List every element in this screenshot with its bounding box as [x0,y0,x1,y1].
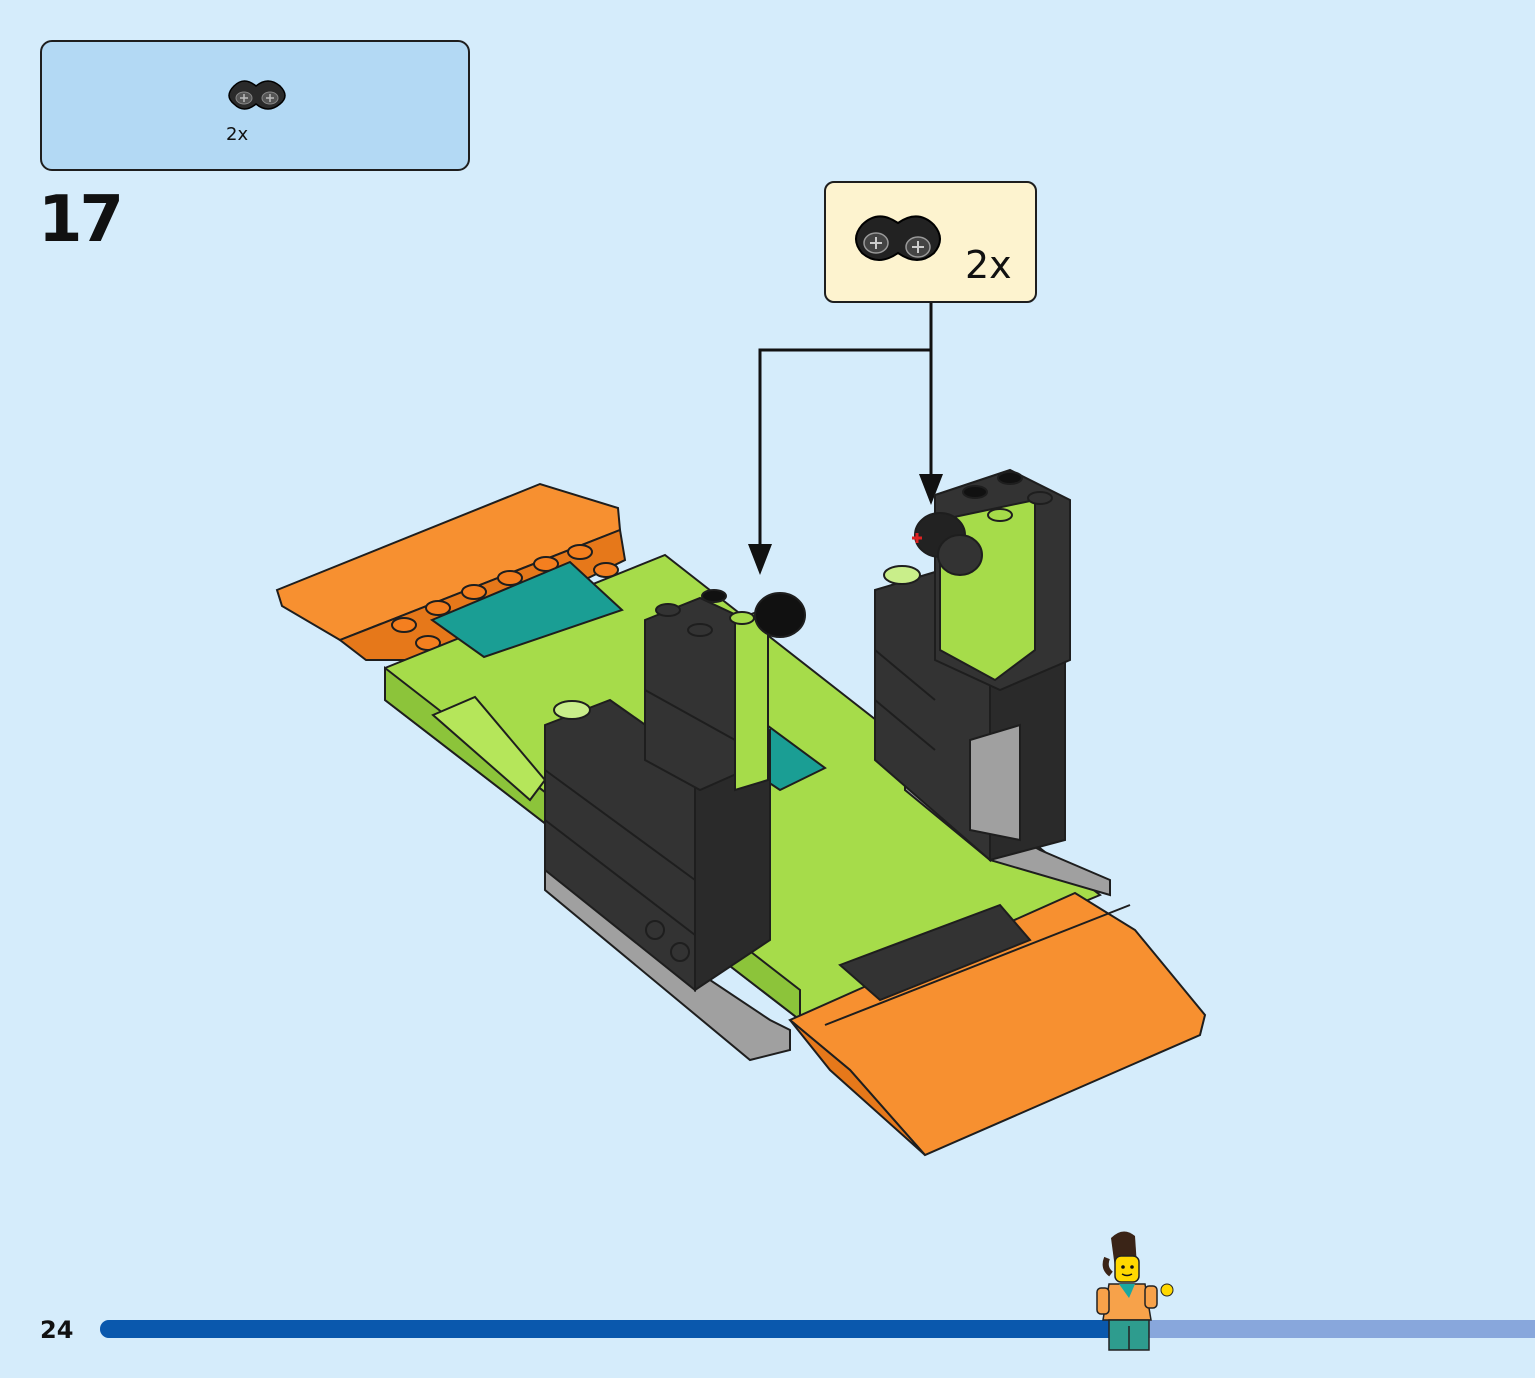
double-axle-connector-icon [855,215,941,261]
minifigure-icon [1096,1231,1174,1351]
left-tower [544,589,806,1062]
orange-studs [391,544,619,651]
arrow-head-right [919,474,943,505]
parts-list-quantity: 2x [226,124,249,145]
right-tower [874,468,1111,897]
double-axle-connector-icon [228,80,286,110]
step-number: 17 [38,183,124,257]
teal-tile [429,560,624,659]
page-number: 24 [40,1316,74,1344]
callout-quantity: 2x [965,243,1012,287]
arrow-head-left [748,544,772,575]
callout-box: 2x [824,181,1037,303]
parts-list-box: 2x [40,40,470,171]
front-orange-ramp [788,891,1207,1157]
placement-arrows [758,303,933,548]
progress-fill [100,1320,1134,1338]
